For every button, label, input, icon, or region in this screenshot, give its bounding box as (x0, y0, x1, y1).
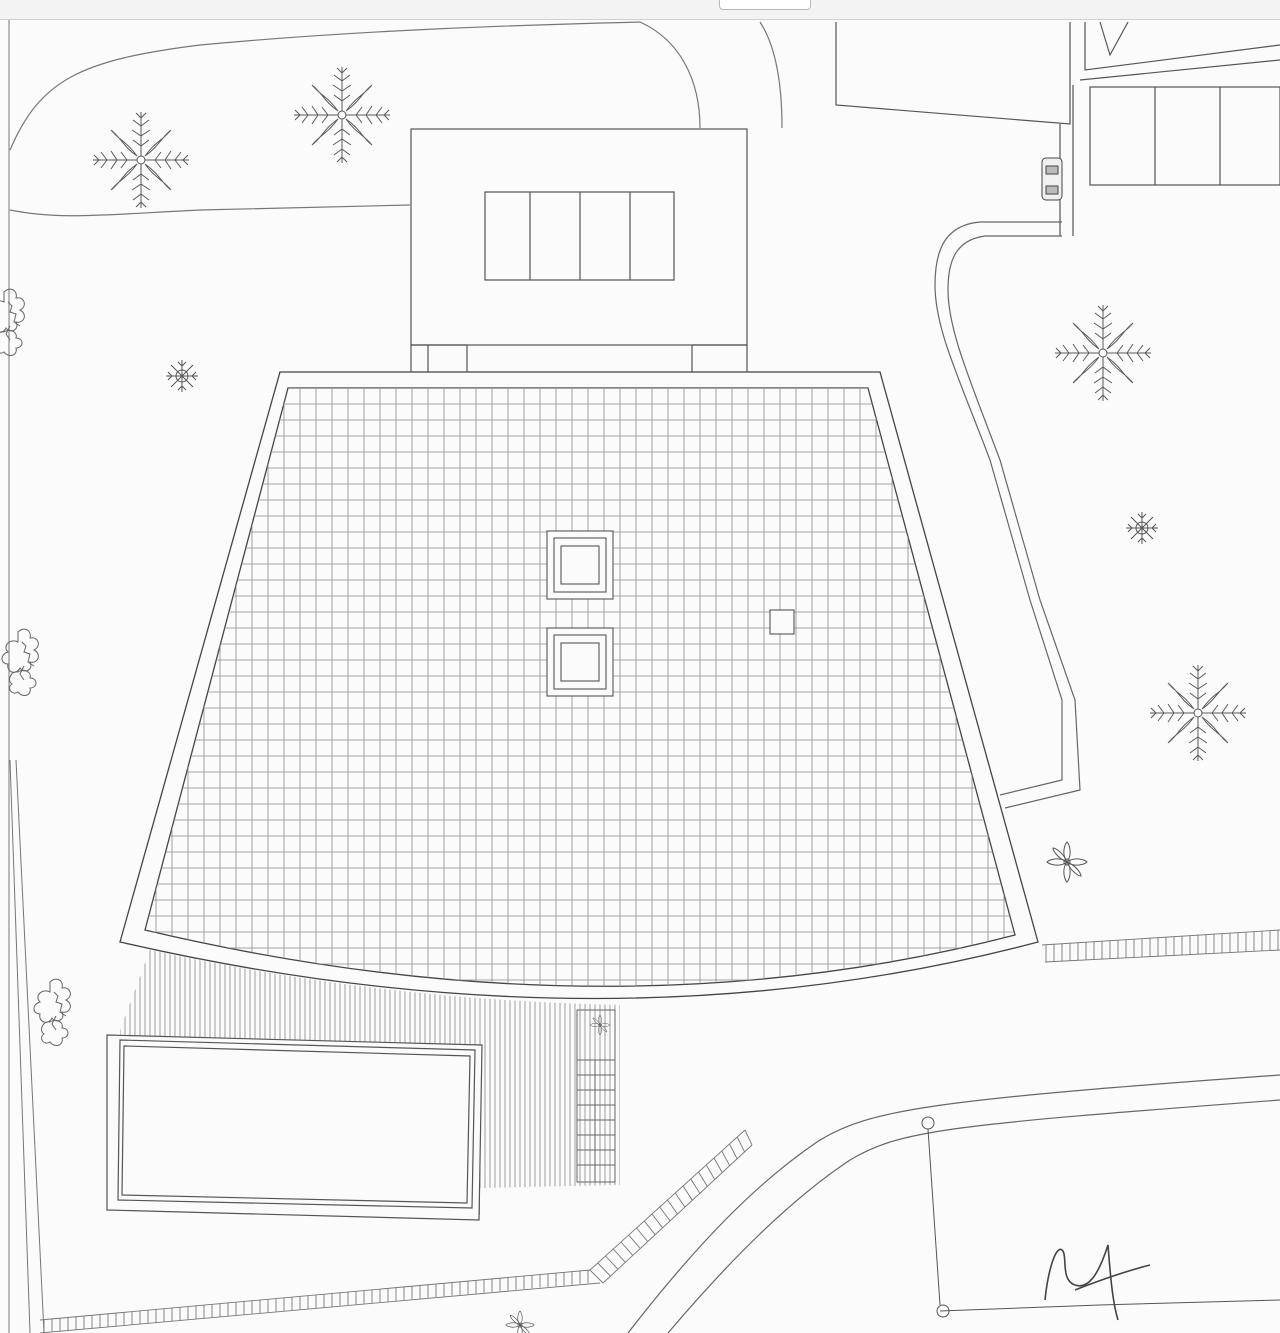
measure-strip-diagonal (589, 1129, 753, 1284)
pull-tab-handle[interactable] (719, 0, 811, 10)
road-bottom-right (627, 1074, 1280, 1333)
car-icon (1041, 157, 1063, 201)
signature-mark-icon (1044, 1244, 1151, 1321)
measure-strip-right (1041, 929, 1280, 963)
stair-block (576, 1009, 616, 1183)
left-boundary-lines (8, 20, 45, 1333)
main-roof-outline (119, 371, 1039, 1000)
curved-road-top-left (9, 21, 783, 217)
viewer-toolbar (0, 0, 1280, 20)
measure-strip-bottom (39, 1269, 601, 1333)
lamp-post-icon (921, 1116, 1280, 1318)
garden-path-right (934, 221, 1081, 809)
site-plan-canvas (0, 20, 1280, 1333)
upper-building (410, 128, 748, 372)
skylight-squares (546, 530, 795, 697)
pool-outline (106, 1034, 483, 1221)
site-plan-drawing (0, 20, 1280, 1333)
